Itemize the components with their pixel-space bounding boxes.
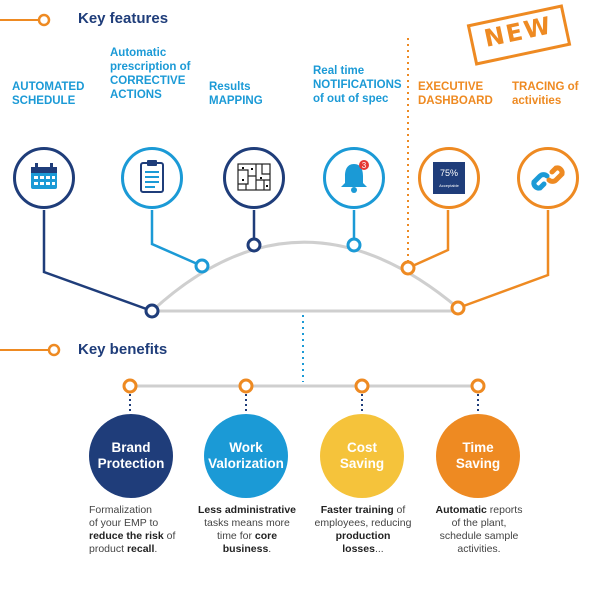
clipboard-icon: [140, 160, 164, 193]
map-icon: [237, 163, 271, 191]
link-icon: [531, 165, 565, 191]
bell-badge: 3: [362, 161, 367, 170]
dashboard-icon: 75% Acceptable: [433, 162, 465, 194]
feature-circle-tracing: [517, 147, 579, 209]
benefit-desc-brand: Formalization of your EMP to reduce the …: [89, 504, 176, 555]
feature-circle-notifications: 3: [323, 147, 385, 209]
benefit-desc-work: Less administrative tasks means more tim…: [197, 504, 297, 555]
calendar-icon: [31, 163, 57, 189]
dashboard-label: Acceptable: [439, 183, 459, 188]
feature-circle-dashboard: 75% Acceptable: [418, 147, 480, 209]
feature-circle-mapping: [223, 147, 285, 209]
bell-icon: 3: [341, 160, 369, 193]
dashboard-value: 75%: [439, 168, 458, 178]
feature-circle-schedule: [13, 147, 75, 209]
key-benefits-heading: Key benefits: [78, 341, 168, 358]
benefit-desc-cost: Faster training of employees, reducing p…: [314, 504, 412, 555]
benefit-desc-time: Automatic reports of the plant, schedule…: [435, 504, 523, 555]
key-features-heading: Key features: [78, 10, 169, 27]
feature-circle-corrective: [121, 147, 183, 209]
